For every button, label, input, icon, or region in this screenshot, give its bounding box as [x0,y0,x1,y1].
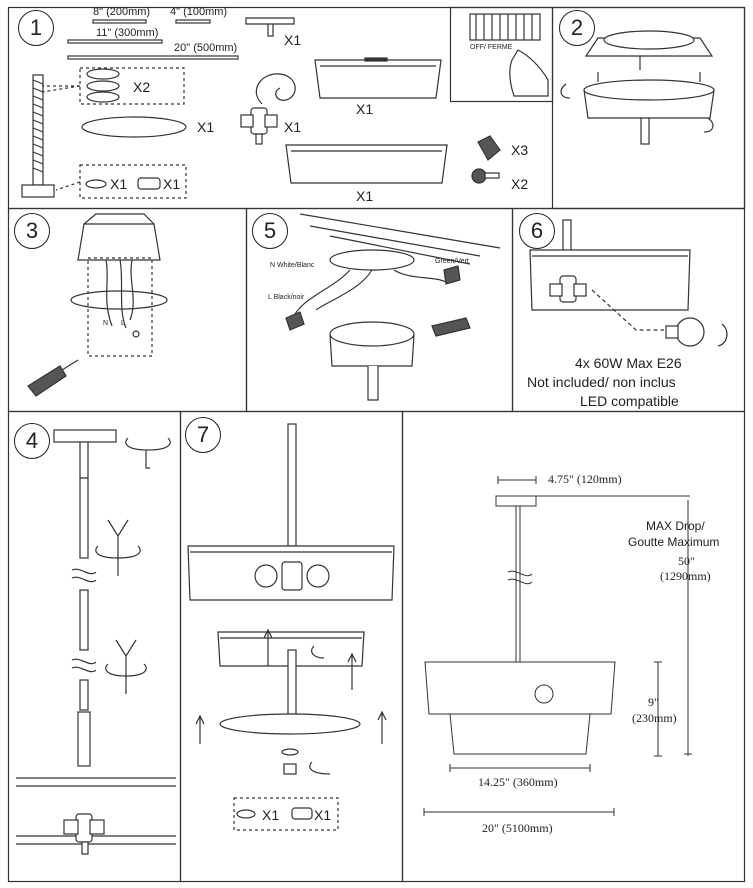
shade [529,249,691,311]
step-5-badge: 5 [252,213,288,249]
inner-shade [314,57,442,99]
rod-8in [92,19,147,24]
qty-t-bracket: X1 [284,32,302,48]
ground-wire-label: Green/Vert [435,258,469,265]
bulb-spec-3: LED compatible [580,393,679,409]
rod-20in-label: 20" (500mm) [174,42,238,54]
rod-8in-label: 8" (200mm) [93,6,151,18]
qty-washer: X1 [110,176,128,192]
wire-nut-icon [477,135,501,161]
hand-icon [509,49,549,97]
dimensions-drawing [423,476,692,816]
panel-4-border [7,410,182,883]
step-2-badge: 2 [559,10,595,46]
lock-washer [137,177,161,190]
step-3-badge: 3 [14,213,50,249]
canopy [329,321,415,347]
socket-cluster [254,561,330,591]
rod [287,423,297,547]
bracket [329,249,415,271]
outer-shade [285,144,448,184]
wire-coil [255,73,296,105]
inner-width-dim: 14.25" (360mm) [478,775,558,789]
qty-screw: X2 [511,176,529,192]
max-drop-label-1: MAX Drop/ [646,519,705,533]
panel-5-border [245,207,514,413]
step-4-badge: 4 [14,423,50,459]
bulb-spec-2: Not included/ non inclus [527,374,676,390]
inner-shade [217,631,365,667]
washer [85,179,107,189]
qty-lock-washer: X1 [163,176,181,192]
step-1-badge: 1 [18,10,54,46]
t-bracket [245,17,295,37]
screwdriver-icon [27,365,67,397]
outer-width-dim: 20" (5100mm) [482,821,553,835]
off-label: OFF/ FERME [470,44,513,51]
qty-inner-shade: X1 [356,101,374,117]
qty-washer-7: X1 [262,807,280,823]
qty-canopy-plate: X1 [197,119,215,135]
canopy [53,429,117,443]
canopy-dim: 4.75" (120mm) [548,472,622,486]
socket-cluster [63,813,105,855]
rod-4in-label: 4" (100mm) [170,6,228,18]
height-inches: 9" [648,695,659,709]
rod-segment [79,477,89,559]
socket-cluster [549,275,587,303]
height-mm: (230mm) [632,711,677,725]
qty-nuts: X2 [133,79,151,95]
panel-6-drawing [529,219,728,347]
qty-outer-shade: X1 [356,188,374,204]
panel-2-drawing [560,30,715,145]
canopy [495,495,537,507]
line-wire-label: L Black/noir [268,294,305,301]
hex-nuts [86,68,120,103]
rod-11in-label: 11" (300mm) [96,27,159,39]
panel-7-drawing [187,423,395,831]
drop-mm: (1290mm) [660,569,711,583]
qty-cluster: X1 [284,119,302,135]
bottom-diffuser [219,713,361,735]
shade-inner [449,713,591,755]
panel-5-drawing [285,213,501,401]
bulb-icon [665,317,705,347]
canopy-plate [81,116,187,138]
shade-outer [424,661,616,715]
neutral-letter: N [103,320,109,327]
hardware-box [233,797,339,831]
panel-dims-border [401,410,746,883]
line-letter: L [121,320,125,327]
step-7-badge: 7 [185,417,221,453]
panel-4-drawing [16,429,176,855]
rod [515,505,521,663]
qty-lock-washer-7: X1 [314,807,332,823]
mounting-plate [70,290,168,310]
rod-11in [67,39,163,44]
socket-cluster [240,107,278,145]
parts-list [21,13,549,199]
bulb-spec-1: 4x 60W Max E26 [575,355,682,371]
up-arrow-icon [195,628,387,775]
max-drop-label-2: Goutte Maximum [628,535,720,549]
panel-3-drawing [27,213,168,397]
breaker-panel [469,13,549,97]
step-6-badge: 6 [519,213,555,249]
wire-nut-icon [285,311,305,331]
junction-box [77,223,161,261]
qty-wire-nut: X3 [511,142,529,158]
neutral-wire-label: N White/Blanc [270,262,315,269]
screwdriver-icon [431,317,471,337]
rotate-arrow-icon [95,437,171,694]
drop-inches: 50" [678,554,695,568]
screw-icon [471,168,500,184]
rod-20in [67,55,239,60]
rotate-arrow-icon [560,83,571,99]
threaded-rod [21,74,55,198]
rod-4in [175,19,211,24]
